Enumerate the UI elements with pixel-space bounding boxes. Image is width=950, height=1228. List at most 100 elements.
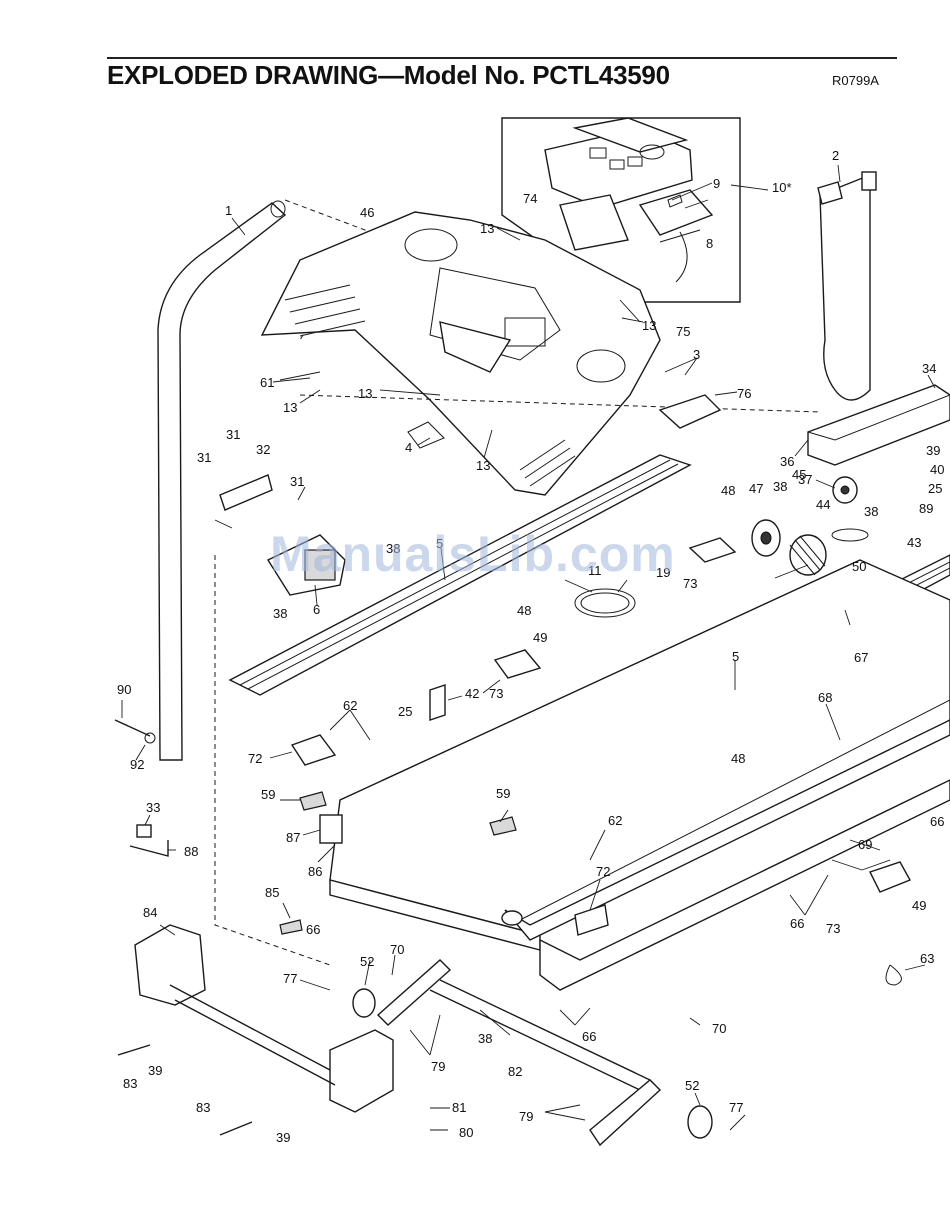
callout-32: 32 <box>256 442 270 457</box>
callout-72b: 72 <box>596 864 610 879</box>
callout-13a: 13 <box>480 221 494 236</box>
callout-8: 8 <box>706 236 713 251</box>
upright-tube <box>157 199 366 761</box>
callout-13b: 13 <box>642 318 656 333</box>
callout-68: 68 <box>818 690 832 705</box>
callout-50: 50 <box>852 559 866 574</box>
callout-13e: 13 <box>476 458 490 473</box>
brackets <box>219 394 911 893</box>
callout-79a: 79 <box>431 1059 445 1074</box>
callout-73a: 73 <box>683 576 697 591</box>
callout-89: 89 <box>919 501 933 516</box>
callout-49a: 49 <box>533 630 547 645</box>
callout-36: 36 <box>780 454 794 469</box>
callout-88: 88 <box>184 844 198 859</box>
callout-75: 75 <box>676 324 690 339</box>
callout-39a: 39 <box>926 443 940 458</box>
motor-assembly <box>574 476 869 618</box>
callout-labels: 1 2 3 4 5 5 6 8 9 10* 11 13 13 13 13 13 … <box>117 148 944 1145</box>
callout-62a: 62 <box>343 698 357 713</box>
callout-70a: 70 <box>390 942 404 957</box>
callout-40: 40 <box>930 462 944 477</box>
callout-90: 90 <box>117 682 131 697</box>
callout-6: 6 <box>313 602 320 617</box>
callout-39c: 39 <box>276 1130 290 1145</box>
callout-77a: 77 <box>283 971 297 986</box>
callout-77b: 77 <box>729 1100 743 1115</box>
callout-38e: 38 <box>478 1031 492 1046</box>
callout-92: 92 <box>130 757 144 772</box>
wire-harness <box>817 171 877 401</box>
treadmill-frame <box>214 394 950 991</box>
callout-38c: 38 <box>773 479 787 494</box>
callout-38a: 38 <box>386 541 400 556</box>
page-title: EXPLODED DRAWING—Model No. PCTL43590 <box>107 60 670 90</box>
callout-61: 61 <box>260 375 274 390</box>
callout-73c: 73 <box>826 921 840 936</box>
watermark: ManualsLib.com <box>270 526 676 582</box>
callout-4: 4 <box>405 440 412 455</box>
callout-37: 37 <box>798 472 812 487</box>
callout-5b: 5 <box>732 649 739 664</box>
callout-31b: 31 <box>197 450 211 465</box>
callout-83b: 83 <box>196 1100 210 1115</box>
callout-62b: 62 <box>608 813 622 828</box>
callout-81: 81 <box>452 1100 466 1115</box>
callout-1: 1 <box>225 203 232 218</box>
callout-42: 42 <box>465 686 479 701</box>
callout-25a: 25 <box>398 704 412 719</box>
motor-bracket <box>807 384 950 466</box>
callout-66a: 66 <box>306 922 320 937</box>
console-base <box>260 211 661 496</box>
callout-76: 76 <box>737 386 751 401</box>
callout-66c: 66 <box>790 916 804 931</box>
callout-80: 80 <box>459 1125 473 1140</box>
revision-code: R0799A <box>832 73 879 88</box>
callout-2: 2 <box>832 148 839 163</box>
callout-48b: 48 <box>517 603 531 618</box>
callout-34: 34 <box>922 361 936 376</box>
callout-31a: 31 <box>226 427 240 442</box>
callout-38b: 38 <box>273 606 287 621</box>
callout-73b: 73 <box>489 686 503 701</box>
callout-11: 11 <box>588 563 602 578</box>
console-inset <box>501 117 741 303</box>
callout-82: 82 <box>508 1064 522 1079</box>
callout-19: 19 <box>656 565 670 580</box>
callout-39b: 39 <box>148 1063 162 1078</box>
callout-38d: 38 <box>864 504 878 519</box>
title-rule <box>107 57 897 59</box>
callout-85: 85 <box>265 885 279 900</box>
base-frame <box>134 924 713 1147</box>
callout-87: 87 <box>286 830 300 845</box>
callout-47: 47 <box>749 481 763 496</box>
callout-10: 10* <box>772 180 792 195</box>
callout-72a: 72 <box>248 751 262 766</box>
callout-13d: 13 <box>358 386 372 401</box>
callout-48a: 48 <box>721 483 735 498</box>
callout-13c: 13 <box>283 400 297 415</box>
callout-45: 45 <box>792 467 806 482</box>
callout-79b: 79 <box>519 1109 533 1124</box>
callout-70b: 70 <box>712 1021 726 1036</box>
callout-5a: 5 <box>436 536 443 551</box>
callout-3: 3 <box>693 347 700 362</box>
callout-43: 43 <box>907 535 921 550</box>
callout-33: 33 <box>146 800 160 815</box>
callout-49b: 49 <box>912 898 926 913</box>
callout-59b: 59 <box>496 786 510 801</box>
callout-59a: 59 <box>261 787 275 802</box>
callout-86: 86 <box>308 864 322 879</box>
callout-67: 67 <box>854 650 868 665</box>
callout-46: 46 <box>360 205 374 220</box>
callout-44: 44 <box>816 497 830 512</box>
callout-63: 63 <box>920 951 934 966</box>
callout-66d: 66 <box>930 814 944 829</box>
callout-25b: 25 <box>928 481 942 496</box>
callout-31c: 31 <box>290 474 304 489</box>
callout-52a: 52 <box>360 954 374 969</box>
callout-74: 74 <box>523 191 537 206</box>
callout-52b: 52 <box>685 1078 699 1093</box>
